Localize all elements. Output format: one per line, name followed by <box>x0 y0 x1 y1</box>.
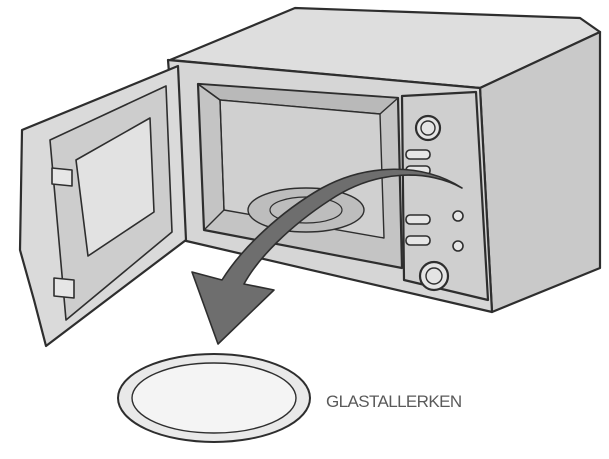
panel-button <box>405 235 431 246</box>
door-hinge-bottom <box>53 277 75 299</box>
door-hinge-top <box>51 167 73 187</box>
bottom-knob <box>418 260 450 292</box>
curved-arrow <box>191 168 463 345</box>
door-window <box>75 117 155 257</box>
control-panel <box>400 90 490 302</box>
panel-button <box>405 149 431 160</box>
panel-button <box>405 214 431 225</box>
top-knob <box>414 114 442 142</box>
plate-label: GLASTALLERKEN <box>326 392 462 411</box>
